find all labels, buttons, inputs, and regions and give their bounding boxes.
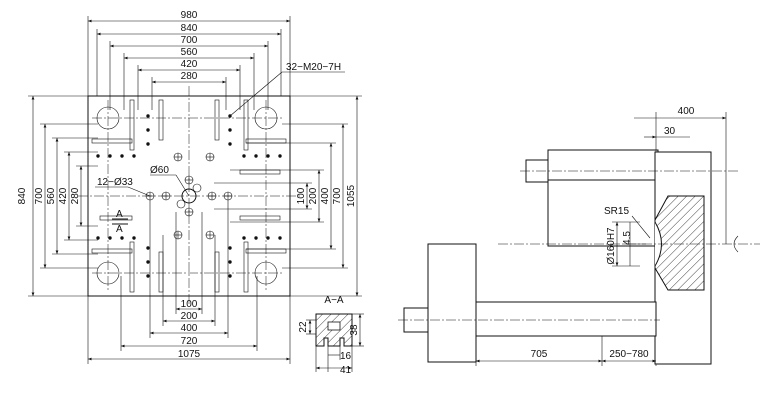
nozzle-bushing (654, 195, 705, 291)
hole-callout: 12−Ø33 (97, 177, 133, 188)
thread-leader (229, 71, 283, 117)
dim-200-right: 200 (308, 187, 319, 204)
dim-16: 16 (340, 351, 352, 362)
dim-200-bottom: 200 (181, 311, 198, 322)
thread-note: 32−M20−7H (286, 62, 341, 73)
center-callout: Ø60 (150, 165, 169, 176)
left-dimensions (28, 95, 98, 297)
dim-100-bottom: 100 (181, 299, 198, 310)
dim-100-right: 100 (296, 187, 307, 204)
bore-label: Ø160H7 (606, 227, 617, 265)
dim-705: 705 (531, 349, 548, 360)
dim-420-top: 420 (181, 59, 198, 70)
top-dimensions (87, 16, 291, 110)
ejector-holes (145, 152, 233, 240)
moving-platen-body (547, 179, 659, 247)
dim-700-top: 700 (181, 35, 198, 46)
lower-cylinder (427, 243, 477, 363)
dim-280-top: 280 (181, 71, 198, 82)
dim-250-780: 250−780 (609, 349, 649, 360)
front-view: 980 840 700 560 420 280 32−M20−7H 8 (17, 10, 362, 364)
section-title: A−A (324, 295, 344, 306)
dim-400-right: 400 (320, 187, 331, 204)
dim-980: 980 (181, 10, 198, 21)
dim-400-side: 400 (678, 106, 695, 117)
dim-30-side: 30 (664, 126, 676, 137)
dim-700-left: 700 (34, 187, 45, 204)
section-marker-bottom: A (116, 224, 123, 235)
dim-41: 41 (340, 365, 352, 376)
dim-840-left: 840 (17, 187, 28, 204)
sr-label: SR15 (604, 206, 629, 217)
section-marker-top: A (116, 209, 123, 220)
right-dimensions (214, 95, 362, 297)
dim-280-left: 280 (70, 187, 81, 204)
dim-1075-bottom: 1075 (178, 349, 201, 360)
center-bore (181, 188, 197, 204)
dim-38: 38 (349, 324, 360, 336)
threaded-holes (96, 114, 282, 278)
bottom-dimensions (87, 200, 291, 364)
lower-bar (475, 301, 657, 337)
dim-1055-right: 1055 (346, 184, 357, 207)
dim-22: 22 (298, 321, 309, 333)
side-view: 400 30 SR15 Ø160H7 4.5 705 250−780 (398, 106, 760, 366)
dim-840-top: 840 (181, 23, 198, 34)
dim-700-right: 700 (332, 187, 343, 204)
upper-bar-collar (547, 149, 659, 185)
dim-720-bottom: 720 (181, 336, 198, 347)
dim-560-top: 560 (181, 47, 198, 58)
section-aa: A−A 22 38 16 41 (298, 295, 364, 376)
depth-label: 4.5 (622, 231, 633, 245)
dim-560-left: 560 (46, 187, 57, 204)
dim-400-bottom: 400 (181, 323, 198, 334)
dim-420-left: 420 (58, 187, 69, 204)
